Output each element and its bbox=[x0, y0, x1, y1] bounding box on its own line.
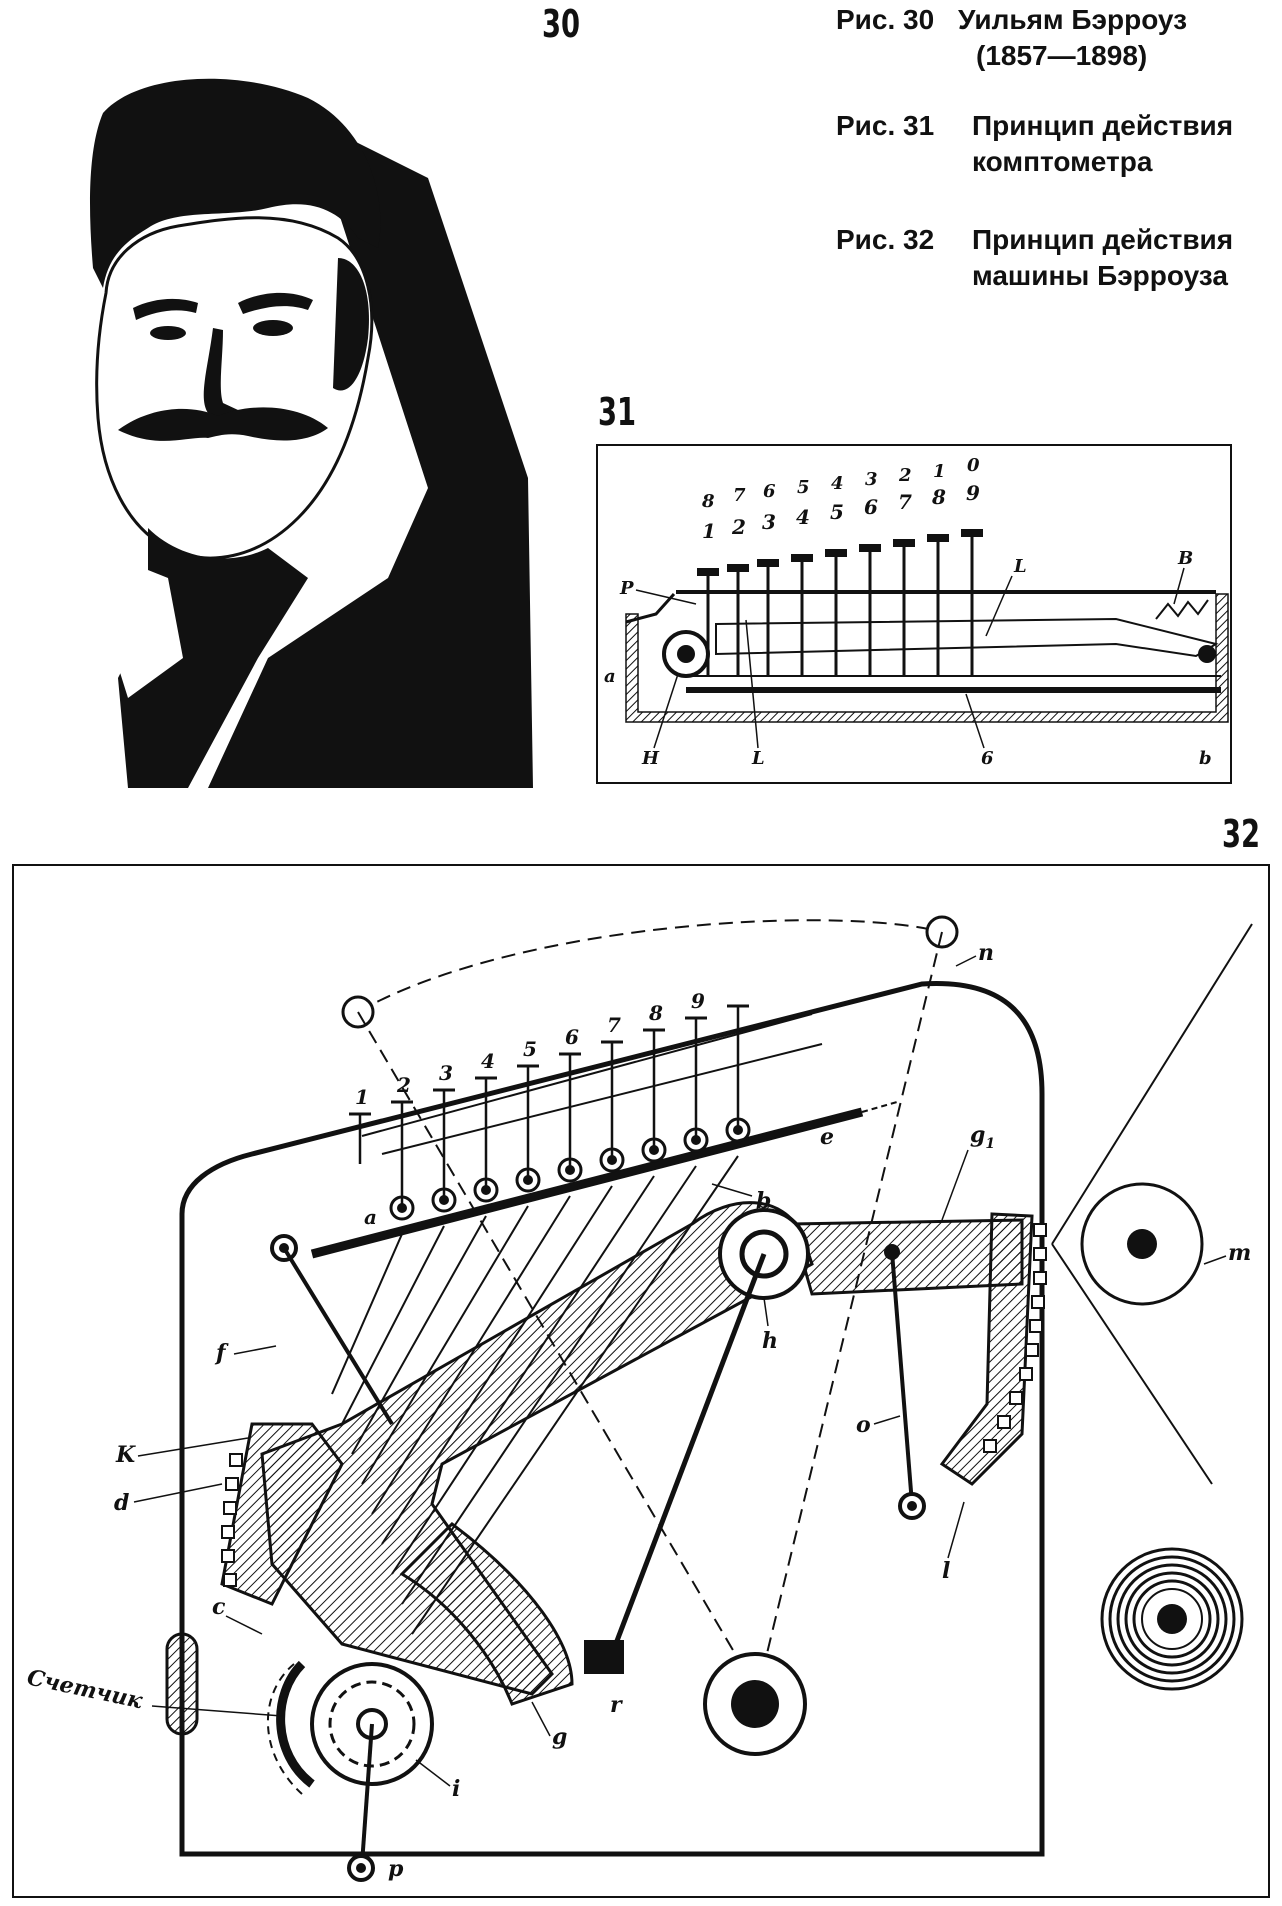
fig32-label-d: d bbox=[114, 1490, 129, 1516]
figure-number-32: 32 bbox=[1222, 812, 1261, 856]
fig32-label-i: i bbox=[452, 1776, 460, 1802]
fig31-label-6: 6 bbox=[981, 748, 994, 769]
fig32-label-k: K bbox=[115, 1442, 136, 1468]
fig31-top-digit: 2 bbox=[898, 465, 912, 486]
fig32-key-digit: 2 bbox=[396, 1073, 411, 1097]
fig31-label-b-bottom: b bbox=[1199, 748, 1212, 769]
caption-31: Рис. 31 Принцип действия комптометра bbox=[836, 108, 1276, 180]
fig31-bottom-digit: 5 bbox=[830, 500, 844, 524]
fig31-label-l1: L bbox=[751, 748, 765, 769]
caption-32-label: Рис. 32 bbox=[836, 224, 935, 255]
fig32-key-digit: 5 bbox=[523, 1037, 537, 1061]
fig32-key-digit: 3 bbox=[439, 1061, 453, 1085]
fig31-top-digit: 5 bbox=[797, 477, 810, 498]
caption-32-line-2: машины Бэрроуза bbox=[972, 260, 1228, 291]
fig32-key-digit: 7 bbox=[607, 1013, 621, 1037]
caption-31-line-2: комптометра bbox=[972, 146, 1153, 177]
caption-31-label: Рис. 31 bbox=[836, 110, 935, 141]
fig31-bottom-digit: 3 bbox=[762, 510, 776, 534]
fig32-keys bbox=[349, 1004, 751, 1221]
caption-30: Рис. 30 Уильям Бэрроуз (1857—1898) bbox=[836, 2, 1276, 74]
fig32-key-digit: 8 bbox=[648, 1001, 663, 1025]
fig32-label-m: m bbox=[1228, 1240, 1251, 1266]
fig32-label-o: o bbox=[856, 1412, 871, 1438]
fig32-label-c: c bbox=[212, 1594, 226, 1620]
fig31-label-l2: L bbox=[1013, 556, 1027, 577]
fig32-key-digit: 4 bbox=[481, 1049, 495, 1073]
fig31-top-digit: 4 bbox=[831, 473, 844, 494]
fig31-top-digit: 7 bbox=[733, 485, 746, 506]
fig32-label-e: e bbox=[820, 1124, 834, 1150]
fig31-top-digit: 1 bbox=[933, 461, 946, 482]
fig31-label-p: P bbox=[619, 578, 634, 599]
caption-32: Рис. 32 Принцип действия машины Бэрроуза bbox=[836, 222, 1276, 294]
caption-32-line-1: Принцип действия bbox=[972, 224, 1234, 255]
fig31-label-h: H bbox=[641, 748, 660, 769]
fig31-bottom-digit: 6 bbox=[864, 495, 878, 519]
fig31-top-digit: 6 bbox=[763, 481, 776, 502]
figure-31-diagram: 8 7 6 5 4 3 2 1 0 1 2 3 4 5 6 7 8 9 P a … bbox=[596, 444, 1232, 784]
fig31-bottom-digit: 1 bbox=[702, 519, 716, 543]
fig32-label-b: b bbox=[756, 1188, 771, 1214]
fig31-top-digit: 3 bbox=[865, 469, 878, 490]
fig31-top-digit: 8 bbox=[701, 491, 715, 512]
figure-number-30: 30 bbox=[542, 2, 581, 46]
fig32-label-l: l bbox=[942, 1558, 950, 1584]
fig32-label-n: n bbox=[978, 940, 994, 966]
fig31-bottom-digit: 7 bbox=[898, 490, 912, 514]
fig32-label-h: h bbox=[762, 1328, 778, 1354]
fig32-label-a: a bbox=[364, 1205, 377, 1229]
fig31-top-digit: 0 bbox=[967, 455, 980, 476]
fig32-label-g: g bbox=[552, 1724, 567, 1750]
figure-number-31: 31 bbox=[598, 390, 637, 434]
caption-30-line-1: Уильям Бэрроуз bbox=[958, 4, 1188, 35]
fig32-label-r: r bbox=[610, 1692, 623, 1718]
fig31-label-a: a bbox=[604, 666, 616, 687]
fig31-bottom-digit: 8 bbox=[931, 485, 946, 509]
figure-32-diagram: 1 2 3 4 5 6 7 8 9 bbox=[12, 864, 1270, 1898]
fig31-bottom-digit: 9 bbox=[966, 481, 980, 505]
fig32-label-g1: g1 bbox=[970, 1122, 995, 1152]
caption-30-label: Рис. 30 bbox=[836, 4, 935, 35]
fig32-key-digit: 6 bbox=[565, 1025, 579, 1049]
fig31-label-b-top: B bbox=[1177, 548, 1193, 569]
fig31-bottom-digit: 2 bbox=[731, 515, 746, 539]
fig32-key-digit: 1 bbox=[355, 1085, 369, 1109]
fig32-label-f: f bbox=[214, 1340, 229, 1366]
fig32-label-p: p bbox=[388, 1856, 404, 1882]
fig32-key-digit: 9 bbox=[691, 989, 705, 1013]
fig31-bottom-digit: 4 bbox=[796, 505, 810, 529]
caption-30-line-2: (1857—1898) bbox=[976, 40, 1148, 71]
portrait-image bbox=[8, 58, 533, 788]
fig31-keys bbox=[697, 529, 983, 676]
caption-31-line-1: Принцип действия bbox=[972, 110, 1234, 141]
